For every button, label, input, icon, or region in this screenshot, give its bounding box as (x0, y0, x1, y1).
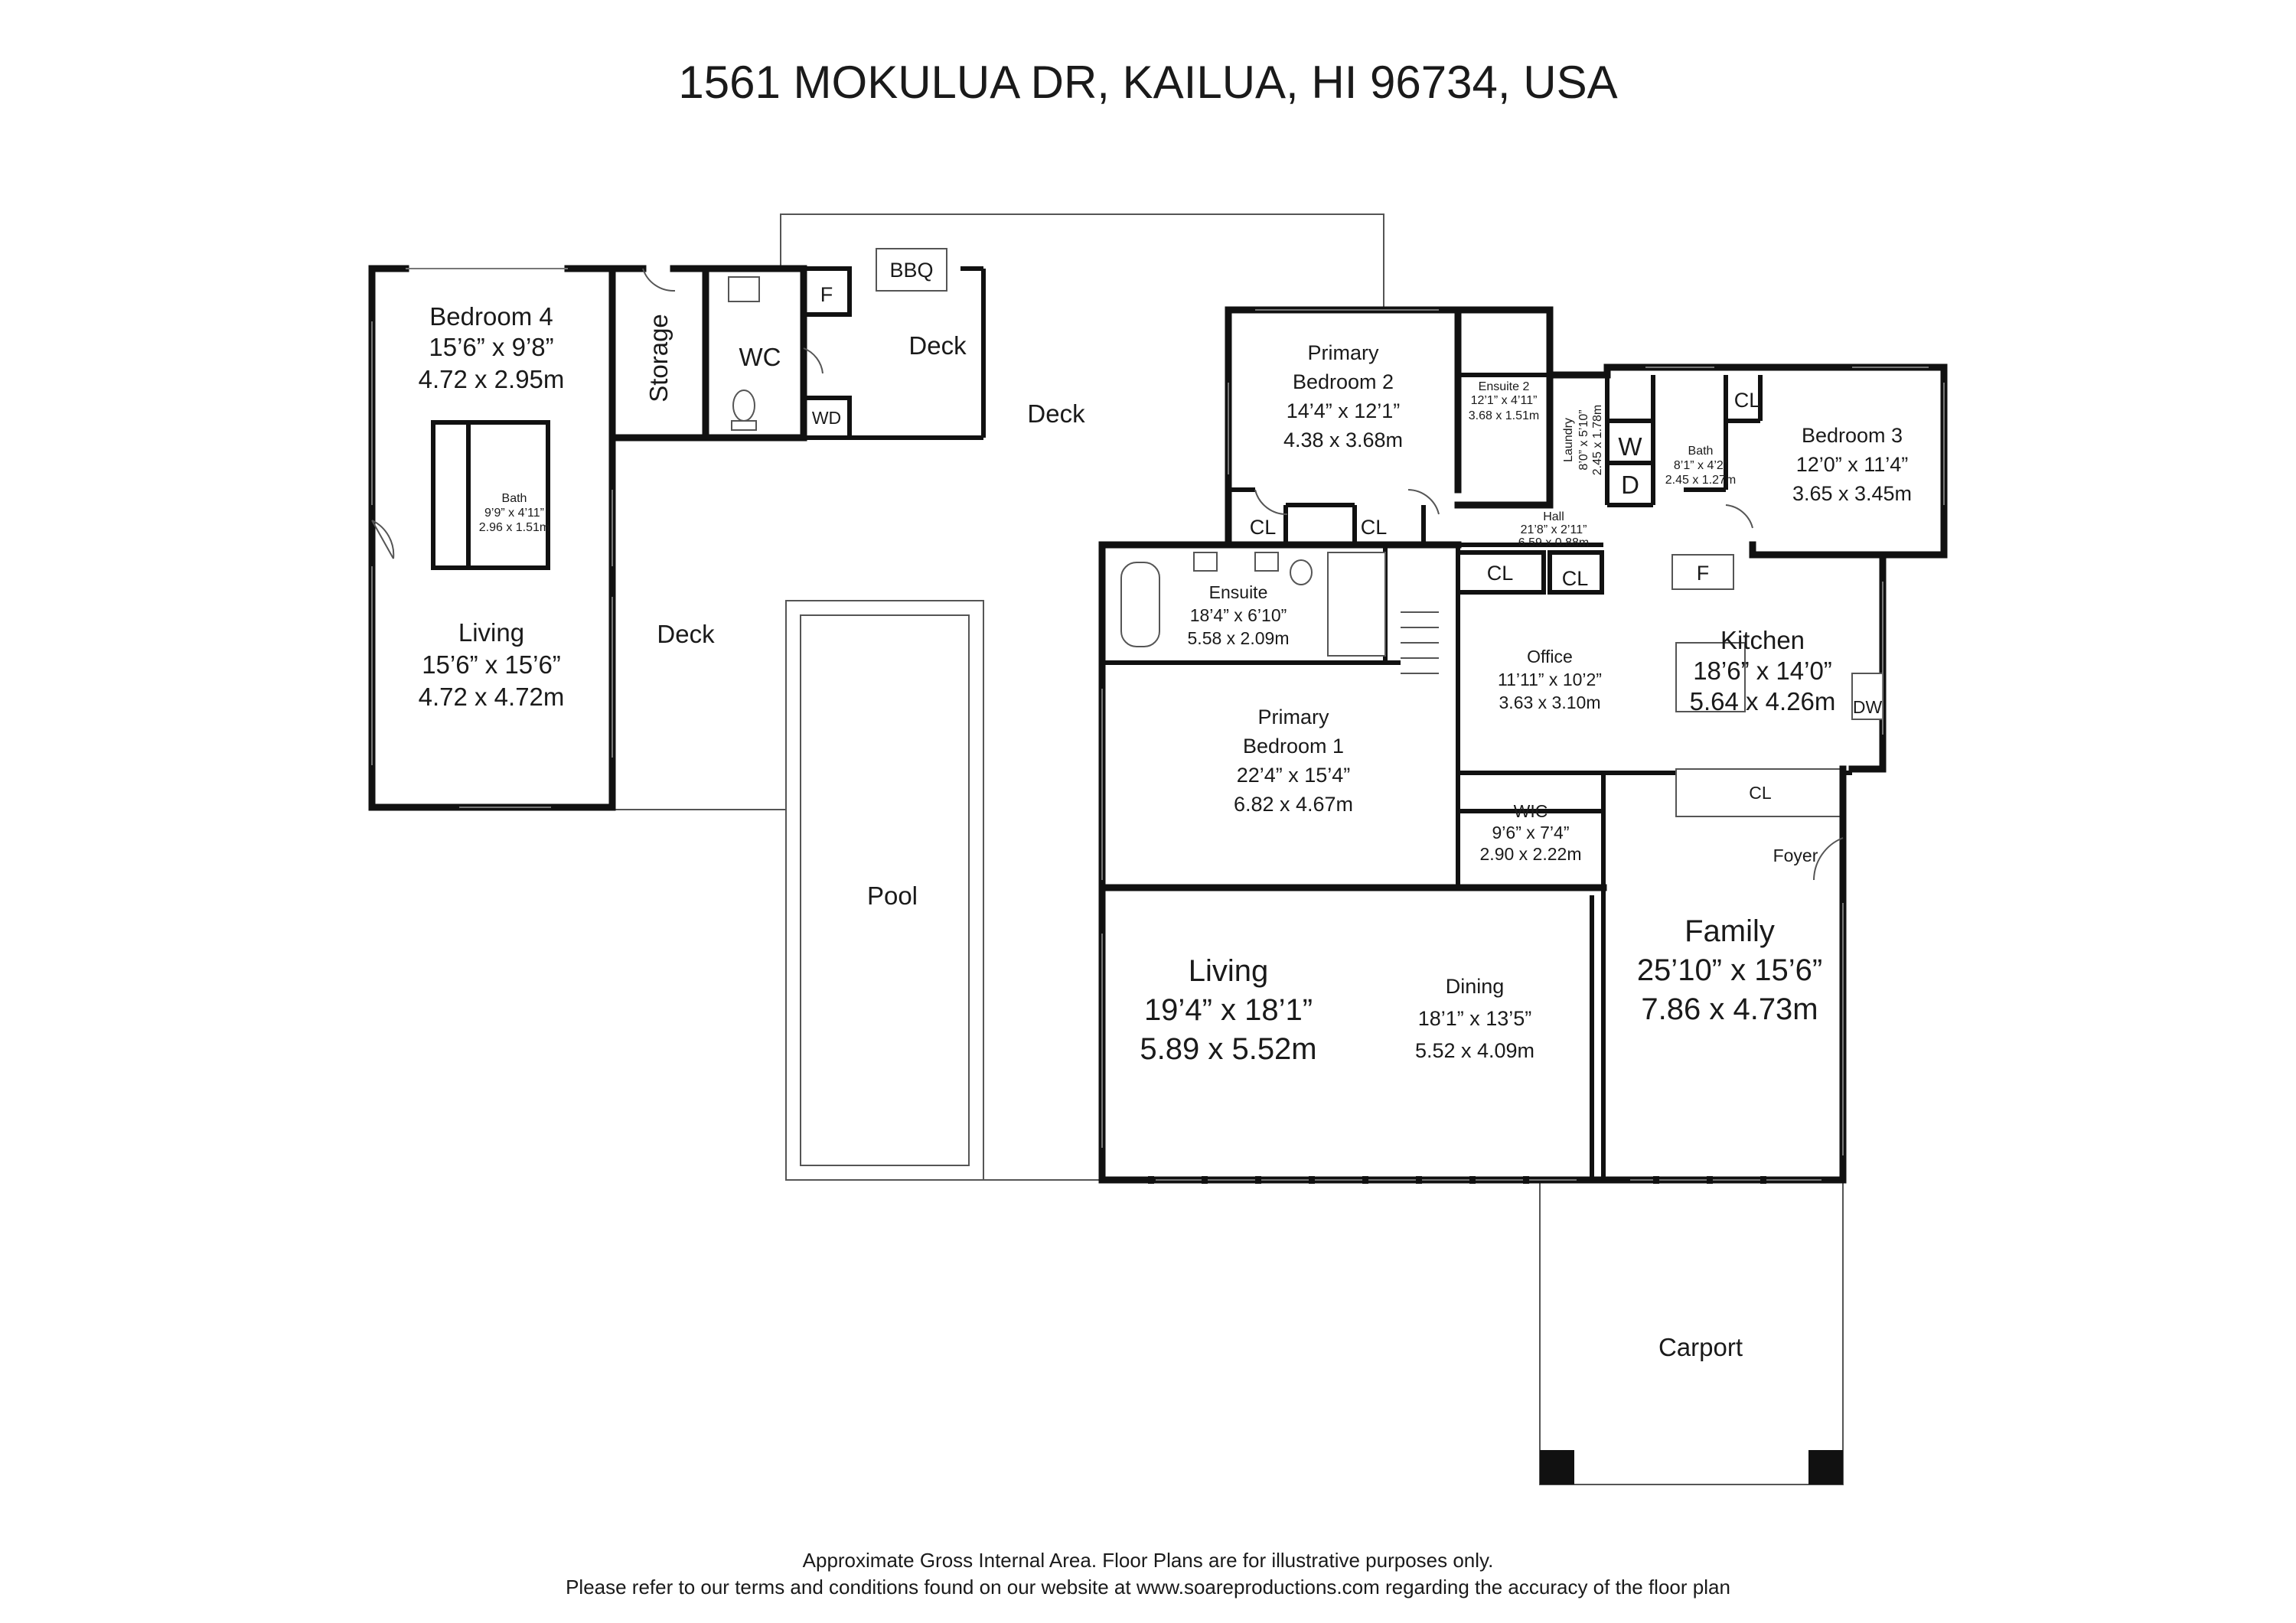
wc-label: WC (739, 343, 781, 371)
bath3-imperial: 8’1” x 4’2” (1674, 459, 1727, 472)
laundry-name: Laundry (1562, 418, 1575, 462)
bedroom4-name: Bedroom 4 (429, 302, 553, 331)
ensuite2-name: Ensuite 2 (1479, 380, 1530, 393)
deck-left-label: Deck (657, 620, 715, 648)
dining-name: Dining (1446, 975, 1505, 998)
primary-bed1-line1: Primary (1258, 706, 1329, 728)
kitchen-imperial: 18’6” x 14’0” (1693, 657, 1832, 685)
ensuite2-metric: 3.68 x 1.51m (1469, 409, 1540, 422)
footer-line2: Please refer to our terms and conditions… (566, 1576, 1730, 1599)
bbq-label: BBQ (889, 259, 933, 282)
plan-title: 1561 MOKULUA DR, KAILUA, HI 96734, USA (678, 57, 1617, 108)
f-small-label: F (820, 283, 833, 306)
dining-imperial: 18’1” x 13’5” (1418, 1007, 1532, 1030)
office-metric: 3.63 x 3.10m (1499, 693, 1601, 712)
wd-label: WD (812, 408, 841, 428)
bath-guest-metric: 2.96 x 1.51m (479, 521, 550, 534)
cl-a-label: CL (1250, 516, 1277, 539)
kitchen-name: Kitchen (1720, 626, 1805, 654)
cl-kitchen-label: CL (1749, 783, 1772, 803)
living-guest-metric: 4.72 x 4.72m (419, 683, 565, 711)
living-guest-imperial: 15’6” x 15’6” (422, 650, 561, 679)
hall-name: Hall (1543, 510, 1564, 523)
room-labels: Bedroom 4 15’6” x 9’8” 4.72 x 2.95m Bath… (419, 259, 1912, 1361)
carport-post-right (1808, 1450, 1843, 1484)
primary-bed2-imperial: 14’4” x 12’1” (1287, 399, 1401, 422)
living-main-name: Living (1189, 954, 1269, 988)
pool-outline (785, 600, 984, 1181)
window-ticks (1148, 1176, 1766, 1184)
office-name: Office (1527, 647, 1573, 666)
kitchen-metric: 5.64 x 4.26m (1690, 687, 1836, 715)
ensuite-metric: 5.58 x 2.09m (1188, 628, 1290, 648)
carport-label: Carport (1658, 1333, 1743, 1361)
bath3-name: Bath (1688, 445, 1714, 458)
deck-top-label: Deck (908, 331, 967, 360)
bedroom3-imperial: 12’0” x 11’4” (1796, 453, 1909, 476)
bath3-metric: 2.45 x 1.27m (1665, 474, 1737, 487)
pool-label: Pool (867, 882, 918, 910)
family-imperial: 25’10” x 15’6” (1637, 953, 1822, 987)
main-house-walls (1098, 306, 1948, 1184)
bedroom4-metric: 4.72 x 2.95m (419, 365, 565, 393)
living-main-imperial: 19’4” x 18’1” (1144, 993, 1313, 1027)
bath-guest-name: Bath (502, 492, 527, 505)
hall-imperial: 21’8” x 2’11” (1521, 523, 1587, 536)
living-guest-name: Living (458, 618, 524, 647)
d-label: D (1621, 471, 1639, 499)
wic-name: WIC (1514, 801, 1548, 821)
office-imperial: 11’11” x 10’2” (1498, 670, 1602, 689)
bedroom4-imperial: 15’6” x 9’8” (429, 333, 553, 361)
living-main-metric: 5.89 x 5.52m (1140, 1032, 1316, 1066)
storage-label: Storage (644, 314, 673, 402)
laundry-imperial: 8’0” x 5’10” (1577, 409, 1590, 470)
cl-c-label: CL (1487, 562, 1514, 585)
primary-bed2-metric: 4.38 x 3.68m (1283, 429, 1403, 451)
hall-metric: 6.59 x 0.88m (1518, 536, 1590, 549)
family-name: Family (1684, 914, 1775, 948)
laundry-metric: 2.45 x 1.78m (1591, 405, 1604, 476)
bath-guest-imperial: 9’9” x 4’11” (484, 507, 544, 520)
foyer-label: Foyer (1773, 846, 1818, 865)
dw-label: DW (1853, 697, 1883, 717)
footer-line1: Approximate Gross Internal Area. Floor P… (803, 1549, 1494, 1572)
cl-d-label: CL (1562, 567, 1589, 590)
family-metric: 7.86 x 4.73m (1641, 992, 1818, 1026)
wic-metric: 2.90 x 2.22m (1480, 844, 1582, 864)
ensuite-name: Ensuite (1209, 582, 1268, 602)
carport-post-left (1540, 1450, 1574, 1484)
guest-house-walls (368, 265, 647, 811)
bedroom3-name: Bedroom 3 (1802, 424, 1903, 447)
primary-bed1-imperial: 22’4” x 15’4” (1237, 764, 1351, 787)
w-label: W (1618, 432, 1642, 461)
wic-imperial: 9’6” x 7’4” (1492, 823, 1570, 842)
ensuite2-imperial: 12’1” x 4’11” (1471, 394, 1538, 407)
primary-bed2-line1: Primary (1308, 341, 1379, 364)
cl-bed3-label: CL (1734, 389, 1761, 412)
dining-metric: 5.52 x 4.09m (1415, 1039, 1534, 1062)
ensuite-imperial: 18’4” x 6’10” (1190, 605, 1287, 625)
deck-mid-label: Deck (1027, 399, 1085, 428)
cl-b-label: CL (1361, 516, 1388, 539)
storage-wc-walls (608, 248, 986, 442)
primary-bed1-line2: Bedroom 1 (1243, 735, 1344, 758)
primary-bed1-metric: 6.82 x 4.67m (1234, 793, 1353, 816)
f-kitchen-label: F (1697, 562, 1710, 585)
bedroom3-metric: 3.65 x 3.45m (1792, 482, 1912, 505)
primary-bed2-line2: Bedroom 2 (1293, 370, 1394, 393)
